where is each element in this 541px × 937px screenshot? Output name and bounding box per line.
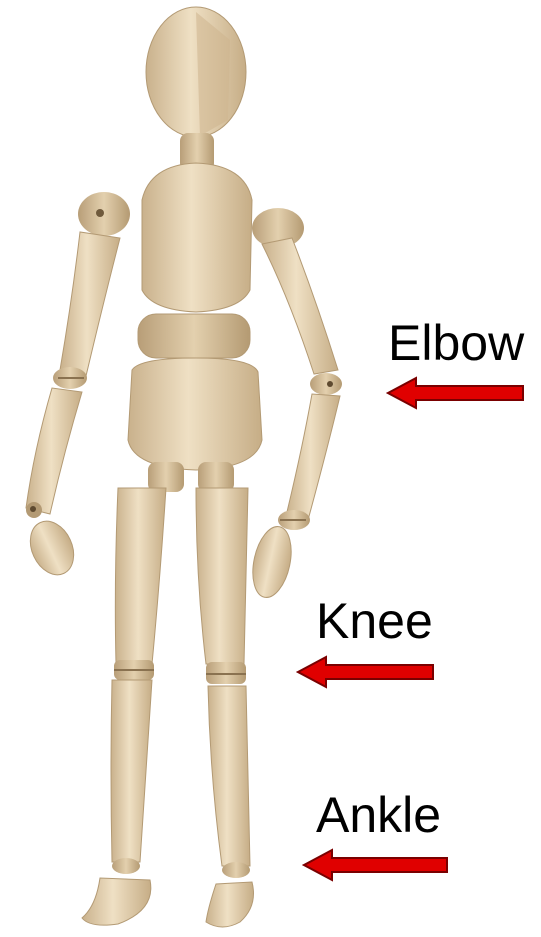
ankle-label: Ankle — [316, 790, 441, 840]
mannequin-left-arm — [22, 232, 120, 582]
mannequin-left-leg — [82, 488, 166, 925]
mannequin-pelvis — [128, 358, 262, 470]
mannequin-waist — [138, 314, 250, 358]
ankle-arrow-icon — [302, 848, 450, 882]
mannequin-head — [146, 7, 246, 137]
mannequin-right-leg — [196, 488, 254, 927]
knee-arrow-icon — [296, 655, 436, 689]
mannequin-chest — [142, 163, 252, 312]
elbow-label: Elbow — [388, 318, 524, 368]
knee-label: Knee — [316, 596, 433, 646]
mannequin-left-shoulder — [78, 192, 130, 236]
elbow-arrow-icon — [386, 376, 526, 410]
